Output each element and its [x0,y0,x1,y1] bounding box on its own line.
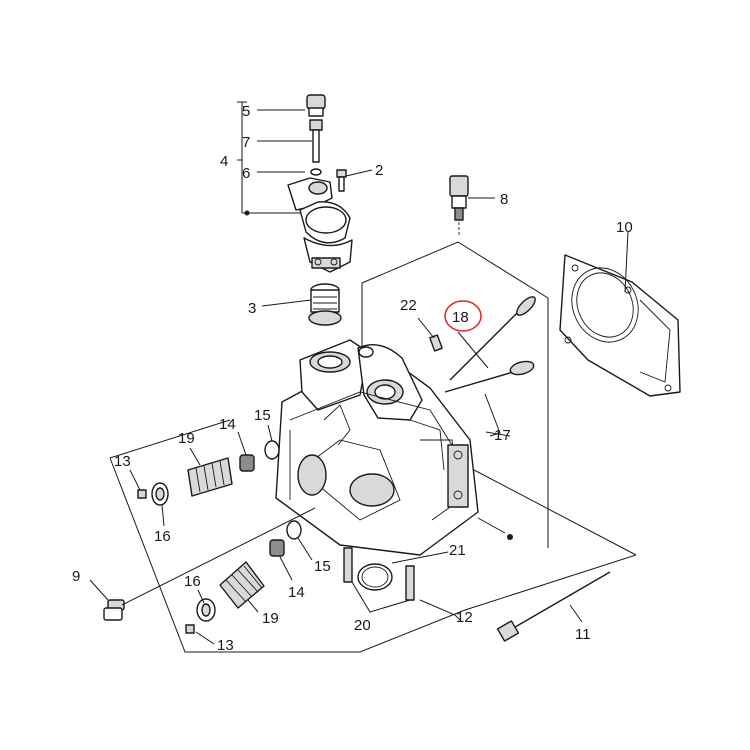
label-6: 6 [242,165,250,182]
label-19-lower: 19 [262,610,279,627]
part-11-long-bolt [496,571,611,642]
part-19-lower-spring [219,561,265,613]
part-9-plug [89,507,316,621]
label-7: 7 [242,134,250,151]
part-15-lower-washer [286,520,313,561]
highlight-circle-18 [444,300,482,332]
bracket-4 [237,101,312,216]
part-3-thermostat [261,283,342,326]
label-21: 21 [449,542,466,559]
label-3: 3 [248,300,256,317]
label-13-lower: 13 [217,637,234,654]
part-22-stud [417,317,443,352]
label-11: 11 [575,626,591,643]
part-6-oring [310,168,322,176]
label-19-upper: 19 [178,430,195,447]
part-5-cap [306,94,326,117]
part-14-lower-seal [269,539,293,581]
label-13-upper: 13 [114,453,131,470]
label-14-lower: 14 [288,584,305,601]
label-15-lower: 15 [314,558,331,575]
part-10-head-gasket [559,231,681,397]
part-15-upper-washer [264,424,280,460]
label-16-upper: 16 [154,528,171,545]
label-17: 17 [494,427,511,444]
label-12: 12 [456,609,473,626]
label-2: 2 [375,162,383,179]
label-10: 10 [616,219,633,236]
part-8-sensor [449,175,495,236]
part-16-lower-retainer [196,589,216,622]
part-2-bolt [336,169,373,192]
label-5: 5 [242,103,250,120]
part-21-oring [357,551,449,591]
part-13-lower-collet [185,624,215,645]
label-20: 20 [354,617,371,634]
part-20-dowels [343,547,415,613]
label-22: 22 [400,297,417,314]
part-19-upper-spring [187,447,233,497]
label-8: 8 [500,191,508,208]
part-13-upper-collet [129,469,147,499]
part-7-screw [309,119,323,163]
label-15-upper: 15 [254,407,271,424]
part-14-upper-seal [237,431,255,472]
part-18-valve [449,296,536,381]
label-18: 18 [452,309,469,326]
label-16-lower: 16 [184,573,201,590]
part-16-upper-retainer [151,482,169,527]
label-9: 9 [72,568,80,585]
part-17-valve [444,360,535,437]
part-4-thermostat-housing [287,177,353,273]
label-14-upper: 14 [219,416,236,433]
label-4: 4 [220,153,228,170]
part-cylinder-head [275,339,513,556]
assembly-outline-12 [109,241,637,653]
